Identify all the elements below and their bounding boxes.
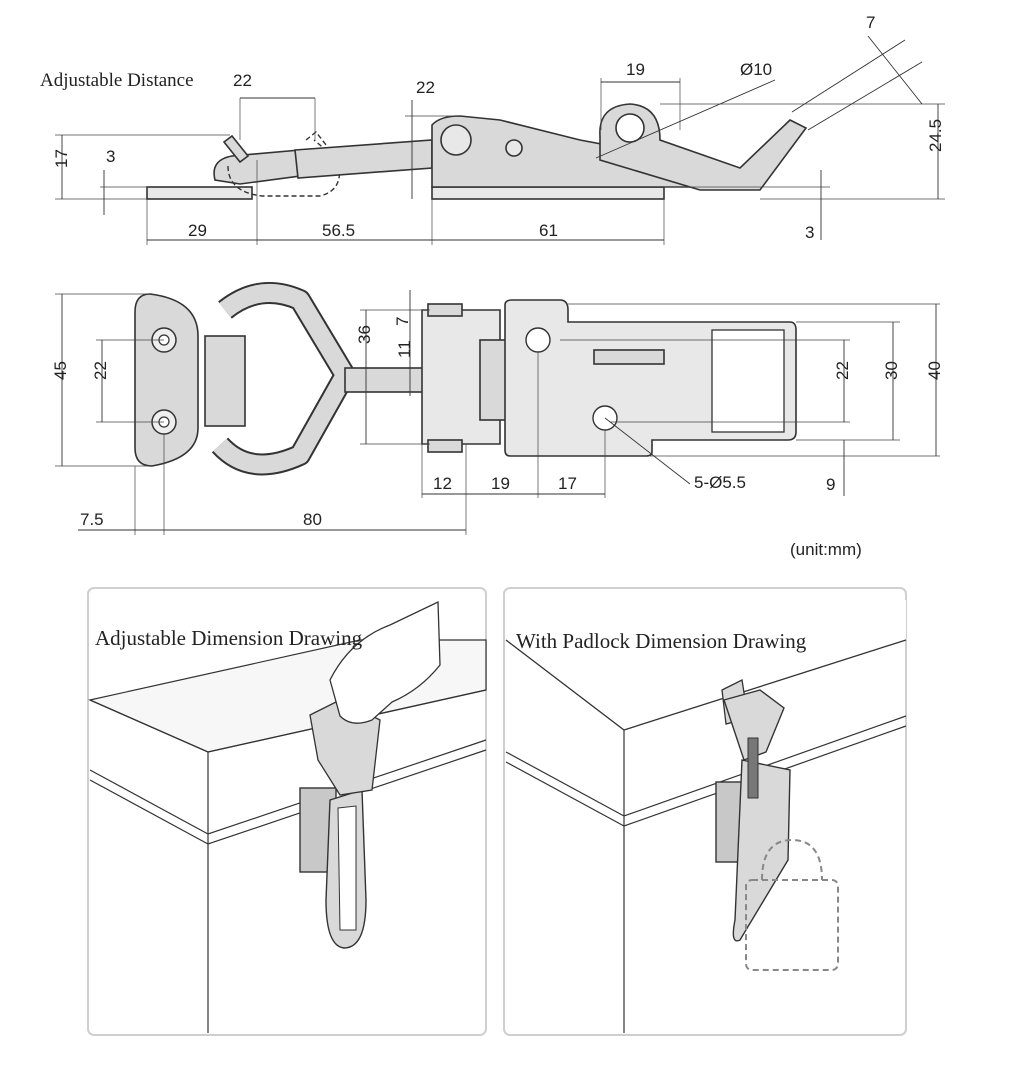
dim-height-17: 17 xyxy=(52,149,71,168)
dim-plate-3-right: 3 xyxy=(805,223,814,242)
right-base-plate xyxy=(431,186,665,200)
side-view: Adjustable Distance 22 17 3 22 19 Ø10 7 … xyxy=(40,13,945,245)
dim-hook-22: 22 xyxy=(416,78,435,97)
dim-adjust-22: 22 xyxy=(233,71,252,90)
padlock-shackle xyxy=(761,838,823,881)
hand-illustration xyxy=(329,600,441,724)
dim-tip-7: 7 xyxy=(866,13,875,32)
dim-h11: 11 xyxy=(395,340,414,358)
dim-h7: 7 xyxy=(393,317,412,326)
threaded-rod xyxy=(294,139,433,179)
catch-block xyxy=(204,335,246,427)
dim-plate-3-left: 3 xyxy=(106,147,115,166)
dim-w19: 19 xyxy=(491,474,510,493)
panel-adjustable-title: Adjustable Dimension Drawing xyxy=(95,626,363,650)
lever-arm xyxy=(599,103,808,191)
dim-h45: 45 xyxy=(51,361,70,380)
adjustable-distance-label: Adjustable Distance xyxy=(40,70,194,91)
dim-len-29: 29 xyxy=(188,221,207,240)
dim-w7-5: 7.5 xyxy=(80,510,104,529)
panel-adjustable: Adjustable Dimension Drawing xyxy=(87,587,487,1036)
dim-holes: 5-Ø5.5 xyxy=(694,473,746,492)
dim-w80: 80 xyxy=(303,510,322,529)
dim-len-56-5: 56.5 xyxy=(322,221,355,240)
unit-note: (unit:mm) xyxy=(790,540,862,559)
left-base-plate xyxy=(146,186,253,200)
dim-h22-left: 22 xyxy=(91,361,110,380)
lever-tab xyxy=(593,349,665,365)
panel-padlock-title: With Padlock Dimension Drawing xyxy=(516,629,807,653)
dim-height-24-5: 24.5 xyxy=(926,119,945,152)
dim-h22-right: 22 xyxy=(833,361,852,380)
hook-tip xyxy=(222,134,250,164)
dim-w17: 17 xyxy=(558,474,577,493)
panel-padlock: With Padlock Dimension Drawing xyxy=(503,587,907,1036)
dim-h36: 36 xyxy=(355,325,374,344)
dim-width-19: 19 xyxy=(626,60,645,79)
small-rivet xyxy=(505,139,523,157)
dim-h9: 9 xyxy=(826,475,835,494)
padlock-body xyxy=(745,879,839,971)
padlock-hole xyxy=(615,113,645,143)
pivot-rivet xyxy=(440,124,472,156)
rod-top xyxy=(344,367,431,393)
dim-len-61: 61 xyxy=(539,221,558,240)
hook-adjusted-tip xyxy=(305,131,331,151)
left-mount-plate xyxy=(134,293,199,467)
hook-adjusted-outline xyxy=(227,139,341,197)
top-view: 45 22 36 7 11 22 30 40 12 19 17 5-Ø5.5 9… xyxy=(51,281,944,559)
dim-w12: 12 xyxy=(433,474,452,493)
dim-h30: 30 xyxy=(882,361,901,380)
dim-hole-10: Ø10 xyxy=(740,60,772,79)
dim-h40: 40 xyxy=(925,361,944,380)
